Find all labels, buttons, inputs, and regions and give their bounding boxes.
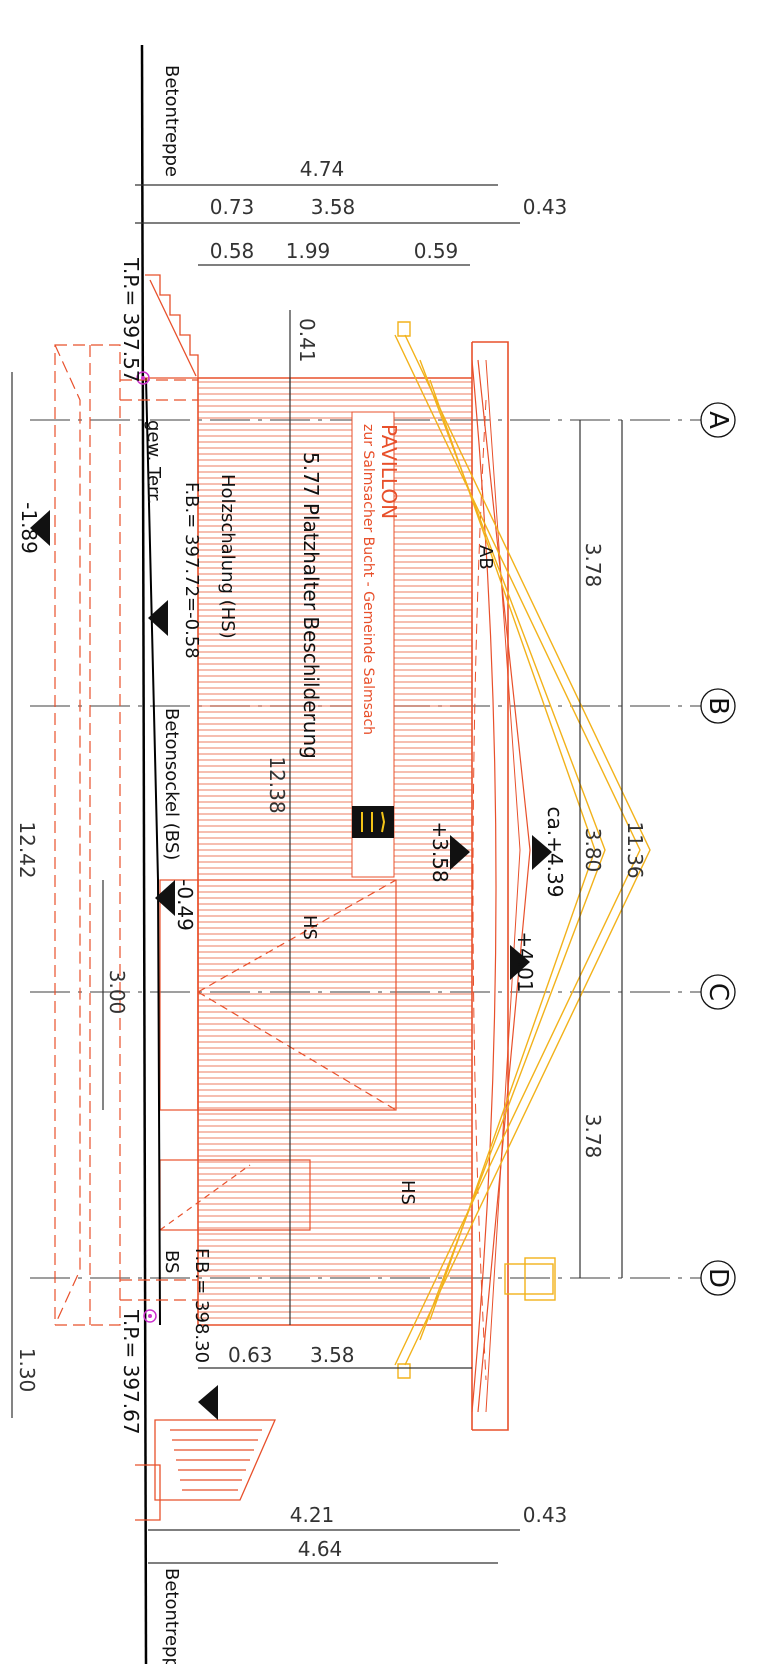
label-bs: BS (161, 1250, 182, 1273)
dimension-lines-side (11, 372, 623, 1418)
wall-cladding-hatch (198, 381, 472, 1319)
dim-left-130: 1.30 (15, 1348, 39, 1393)
dim-top-043: 0.43 (523, 195, 568, 219)
dim-top-358: 3.58 (311, 195, 356, 219)
dim-right-1136: 11.36 (623, 821, 647, 878)
stair-top (145, 274, 199, 379)
label-tp-top: T.P.= 397.57 (119, 257, 143, 383)
dim-right-378a: 3.78 (581, 543, 605, 588)
label-betontreppe-top: Betontreppe (161, 65, 182, 177)
stair-bottom (135, 1419, 276, 1521)
dimension-lines-bottom (148, 1367, 520, 1564)
dim-bot-358: 3.58 (310, 1343, 355, 1367)
label-hs-2: HS (397, 1180, 418, 1205)
label-betontreppe-bottom: Betontreppe (161, 1568, 182, 1664)
dim-top-059: 0.59 (414, 239, 459, 263)
dim-bot-421: 4.21 (290, 1503, 335, 1527)
level-plus-358: +3.58 (428, 821, 452, 882)
label-hs-1: HS (299, 915, 320, 940)
dim-bot-043: 0.43 (523, 1503, 568, 1527)
dim-bot-063: 0.63 (228, 1343, 273, 1367)
grid-axis-c: C (700, 974, 736, 1010)
dim-bot-total: 4.64 (298, 1537, 343, 1561)
dim-left-1242: 12.42 (15, 821, 39, 878)
dim-right-380: 3.80 (581, 828, 605, 873)
label-platzhalter: 5.77 Platzhalter Beschilderung (299, 452, 323, 759)
grid-axis-d: D (700, 1260, 736, 1296)
grid-axis-label-a: A (703, 411, 733, 429)
grid-axis-label-b: B (703, 697, 733, 715)
foundation-dashed (54, 344, 198, 1326)
level-plus-401: +4.01 (513, 931, 537, 992)
grid-axis-lines (30, 419, 720, 1279)
coat-of-arms-logo (352, 806, 394, 838)
sign-subtitle: zur Salmsacher Bucht - Gemeinde Salmsach (360, 424, 376, 735)
dim-top-041: 0.41 (295, 318, 319, 363)
sign-title: PAVILLON (377, 424, 401, 519)
level-plus-439: ca.+4.39 (543, 807, 567, 898)
survey-point-bottom (143, 1309, 157, 1323)
dim-top-199: 1.99 (286, 239, 331, 263)
level-minus-049: -0.49 (173, 879, 197, 931)
survey-point-top (136, 371, 150, 385)
dim-top-073: 0.73 (210, 195, 255, 219)
signboard: PAVILLON zur Salmsacher Bucht - Gemeinde… (351, 411, 401, 878)
label-ab: AB (475, 545, 496, 570)
dim-right-378b: 3.78 (581, 1114, 605, 1159)
dim-left-300: 3.00 (105, 970, 129, 1015)
grid-axis-b: B (700, 688, 736, 724)
label-fb-bottom: F.B.= 398.30 (191, 1248, 212, 1363)
wall-openings (159, 879, 397, 1231)
dim-top-058: 0.58 (210, 239, 255, 263)
grid-axis-label-d: D (703, 1268, 733, 1288)
dim-top-total: 4.74 (300, 157, 345, 181)
dim-inner-1238: 12.38 (265, 756, 289, 813)
label-tp-bottom: T.P.= 397.67 (119, 1309, 143, 1435)
label-fb-top: F.B.= 397.72=-0.58 (181, 482, 202, 659)
label-betonsockel: Betonsockel (BS) (161, 708, 182, 860)
label-gew-terr: gew. Terr. (143, 420, 164, 505)
level-minus-189: -1.89 (17, 502, 41, 554)
grid-axis-a: A (700, 402, 736, 438)
grid-axis-label-c: C (703, 983, 733, 1001)
label-holzschalung: Holzschalung (HS) (217, 474, 238, 639)
roof-lines (394, 321, 651, 1379)
level-markers (30, 510, 552, 1420)
ground-line (140, 44, 161, 1664)
